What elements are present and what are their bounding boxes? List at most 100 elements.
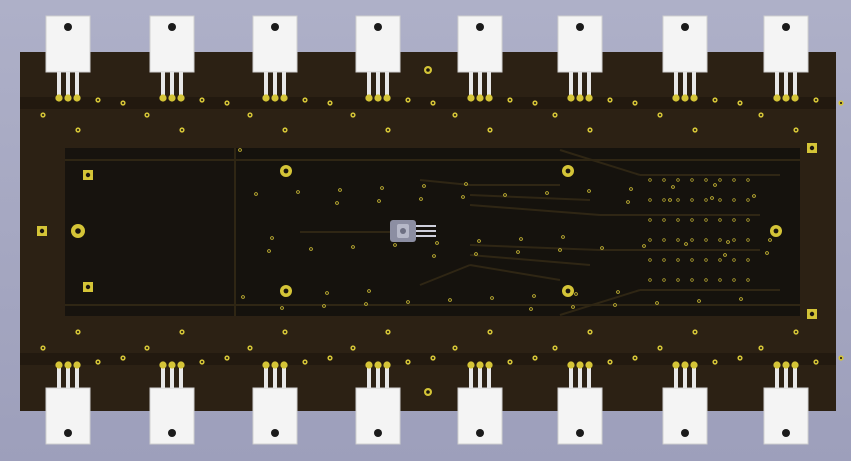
solder-pad-hole [310, 248, 312, 250]
solder-pad-hole [368, 290, 370, 292]
solder-pad-hole [546, 192, 548, 194]
solder-pad-hole [649, 259, 651, 261]
transistor-leg [587, 72, 591, 98]
transistor-leg-pad [485, 94, 493, 102]
power-transistor [45, 15, 91, 102]
solder-pad-hole [719, 179, 721, 181]
solder-pad-hole [381, 187, 383, 189]
solder-pad-hole [747, 179, 749, 181]
solder-pad-hole [225, 356, 229, 360]
solder-pad-hole [677, 279, 679, 281]
solder-pad-hole [669, 199, 671, 201]
solder-pad-hole [691, 179, 693, 181]
mounting-hole [426, 390, 430, 394]
transistor-mount-hole [168, 429, 176, 437]
solder-pad-hole [608, 98, 612, 102]
copper-trace [469, 254, 591, 266]
transistor-leg [692, 72, 696, 98]
transistor-leg [385, 365, 389, 388]
transistor-leg-pad [773, 94, 781, 102]
transistor-mount-hole [681, 23, 689, 31]
center-component-lead-2 [416, 230, 436, 232]
transistor-leg-pad [485, 361, 493, 369]
solder-pad-hole [733, 219, 735, 221]
solder-pad-hole [41, 346, 45, 350]
transistor-leg-pad [576, 94, 584, 102]
transistor-leg-pad [73, 94, 81, 102]
solder-pad-hole [352, 246, 354, 248]
transistor-leg-pad [159, 94, 167, 102]
solder-pad-hole [705, 239, 707, 241]
power-transistor [149, 15, 195, 102]
solder-pad-hole [773, 228, 779, 234]
center-component [390, 220, 436, 242]
solder-pad-hole [769, 239, 771, 241]
transistor-leg [674, 365, 678, 388]
solder-pad-hole [677, 239, 679, 241]
solder-pad-hole [713, 98, 717, 102]
solder-pad-hole [677, 259, 679, 261]
solder-pad-hole [691, 259, 693, 261]
solder-pad-hole [121, 101, 125, 105]
power-transistor [557, 361, 603, 445]
solder-pad-hole [658, 113, 662, 117]
solder-pad-hole [658, 346, 662, 350]
solder-pad-hole [283, 168, 289, 174]
solder-pad-hole [283, 288, 289, 294]
transistor-leg-pad [55, 94, 63, 102]
copper-trace [469, 264, 561, 281]
transistor-leg-pad [782, 361, 790, 369]
transistor-leg [775, 365, 779, 388]
solder-pad-hole [733, 239, 735, 241]
transistor-leg [170, 365, 174, 388]
solder-pad-hole [351, 346, 355, 350]
solder-pad-hole [753, 195, 755, 197]
solder-pad-hole [747, 199, 749, 201]
solder-pad-hole [738, 356, 742, 360]
solder-pad-hole [281, 307, 283, 309]
solder-pad-hole [705, 279, 707, 281]
transistor-leg-pad [576, 361, 584, 369]
transistor-leg-pad [168, 361, 176, 369]
solder-pad-hole [663, 179, 665, 181]
transistor-leg [487, 72, 491, 98]
solder-pad-hole [239, 149, 241, 151]
solder-pad-hole [328, 101, 332, 105]
solder-pad-hole [601, 247, 603, 249]
solder-pad-hole [724, 254, 726, 256]
solder-pad-hole [351, 113, 355, 117]
square-pad-hole [85, 284, 91, 290]
square-pad-hole [85, 172, 91, 178]
solder-pad-hole [733, 259, 735, 261]
solder-pad-hole [420, 198, 422, 200]
transistor-leg [793, 72, 797, 98]
power-transistor [457, 361, 503, 445]
solder-pad-hole [719, 219, 721, 221]
solder-pad-hole [633, 101, 637, 105]
solder-pad-hole [453, 346, 457, 350]
solder-pad-hole [608, 360, 612, 364]
transistor-leg-pad [365, 94, 373, 102]
transistor-leg-pad [280, 361, 288, 369]
solder-pad-hole [794, 128, 798, 132]
solder-pad-hole [520, 238, 522, 240]
transistor-leg-pad [585, 94, 593, 102]
solder-pad-hole [691, 239, 693, 241]
solder-pad-hole [407, 301, 409, 303]
transistor-mount-hole [168, 23, 176, 31]
transistor-leg [367, 72, 371, 98]
solder-pad-hole [121, 356, 125, 360]
solder-pad-hole [719, 199, 721, 201]
solder-pad-hole [663, 219, 665, 221]
solder-pad-hole [572, 306, 574, 308]
solder-pad-hole [649, 199, 651, 201]
solder-pad-hole [533, 295, 535, 297]
solder-pad-hole [433, 255, 435, 257]
solder-pad-hole [200, 360, 204, 364]
transistor-leg-pad [791, 94, 799, 102]
copper-trace [419, 179, 471, 186]
solder-pad-hole [533, 356, 537, 360]
transistor-leg [385, 72, 389, 98]
pcb-top-rail [20, 97, 836, 109]
